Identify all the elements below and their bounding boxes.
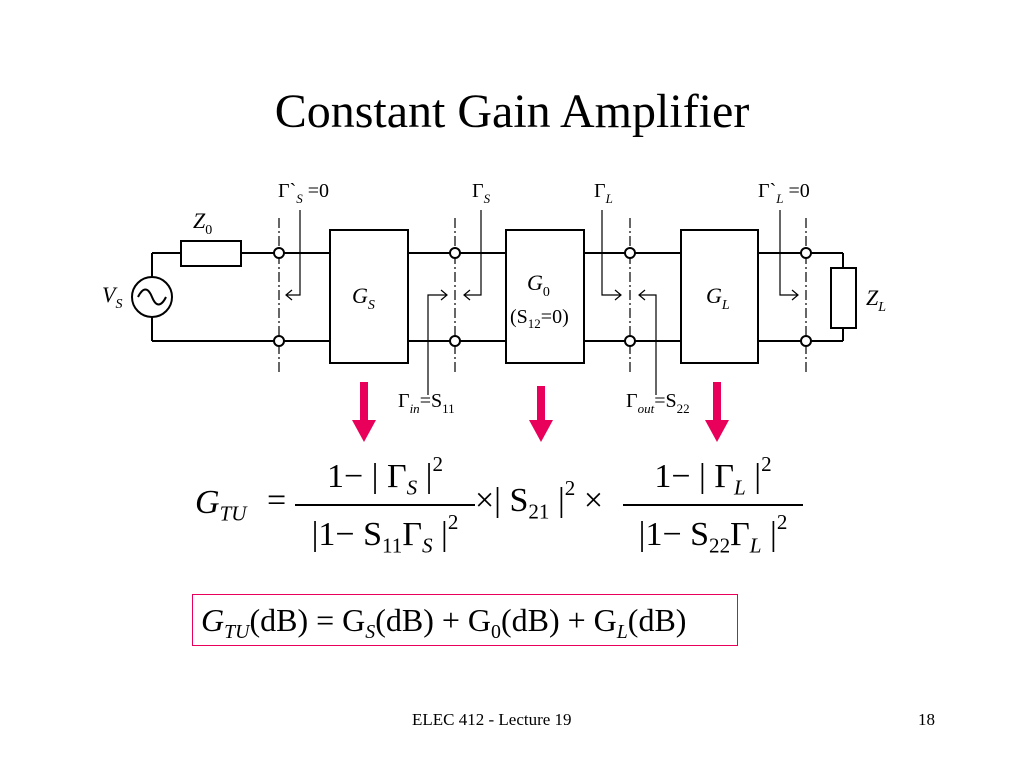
- gtu-equals: =: [267, 482, 287, 519]
- numerator-source: 1− | ΓS |2: [326, 452, 444, 500]
- gamma-l-label: ΓL: [594, 180, 613, 206]
- block-gl: [680, 229, 759, 364]
- zl-label: ZL: [866, 285, 886, 315]
- denominator-source: |1− S11ΓS |2: [311, 510, 459, 558]
- slide-title: Constant Gain Amplifier: [274, 85, 750, 138]
- reflection-indicators: [285, 210, 799, 395]
- z0-label: Z0: [193, 208, 212, 238]
- block-g0-label: G0: [527, 270, 550, 300]
- port-terminals: [273, 247, 812, 347]
- fraction-load: 1− | ΓL |2 |1− S22ΓL |2: [623, 452, 803, 556]
- fraction-source: 1− | ΓS |2 |1− S11ΓS |2: [295, 452, 475, 556]
- footer-lecture-label: ELEC 412 - Lecture 19: [412, 710, 572, 729]
- gain-db-equation-box: GTU(dB) = GS(dB) + G0(dB) + GL(dB): [192, 594, 738, 646]
- fraction-bar: [295, 504, 475, 506]
- s21-term: ×| S21 |2 ×: [475, 476, 604, 524]
- z0-resistor: [180, 240, 242, 267]
- denominator-load: |1− S22ΓL |2: [638, 510, 788, 558]
- gamma-l-prime-label: Γ`L =0: [758, 180, 810, 206]
- transducer-gain-equation: GTU = 1− | ΓS |2 |1− S11ΓS |2 ×| S21 |2 …: [195, 452, 815, 562]
- block-gl-label: GL: [706, 283, 730, 313]
- source-label: VS: [102, 282, 122, 312]
- gamma-in-label: Γin=S11: [398, 390, 455, 416]
- numerator-load: 1− | ΓL |2: [654, 452, 772, 500]
- fraction-bar: [623, 504, 803, 506]
- gamma-s-prime-label: Γ`S =0: [278, 180, 329, 206]
- block-g0: [505, 229, 585, 364]
- gamma-out-label: Γout=S22: [626, 390, 690, 416]
- zl-resistor: [830, 267, 857, 329]
- voltage-source-icon: [131, 276, 173, 318]
- block-gs-label: GS: [352, 283, 375, 313]
- gtu-lhs: GTU: [195, 484, 247, 526]
- gamma-s-label: ΓS: [472, 180, 491, 206]
- page-number: 18: [918, 710, 935, 729]
- block-g0-condition: (S12=0): [510, 306, 569, 331]
- reference-planes: [278, 218, 807, 375]
- block-gs: [329, 229, 409, 364]
- down-arrow-icons: [352, 382, 729, 442]
